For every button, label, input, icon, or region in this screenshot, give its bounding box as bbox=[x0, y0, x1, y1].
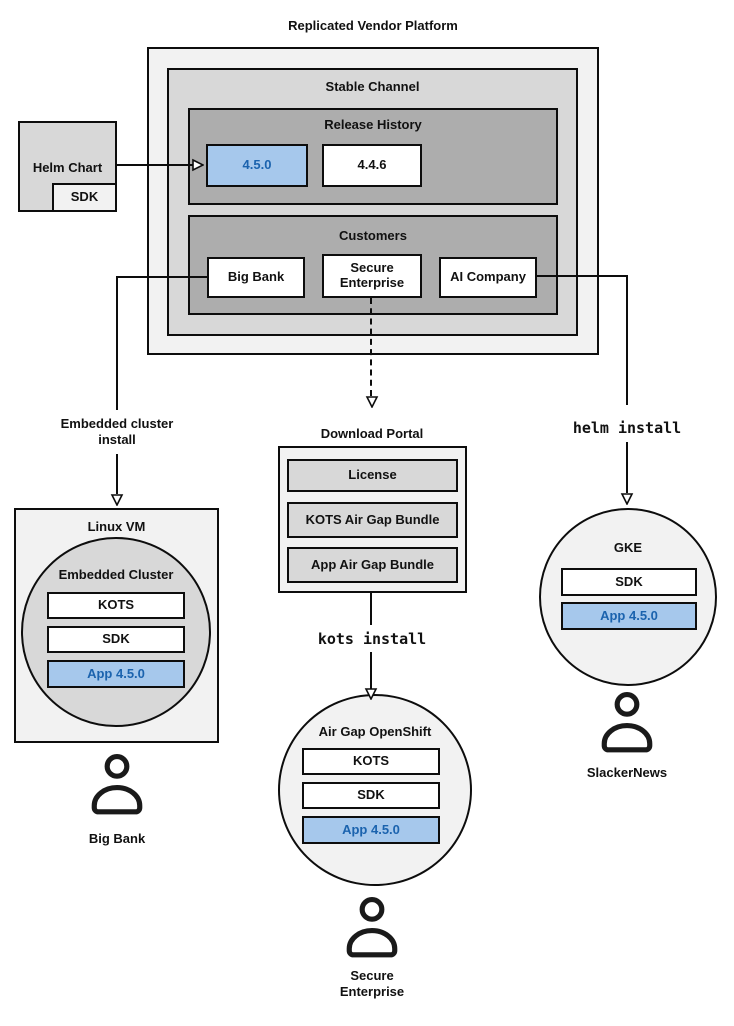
kots-airgap-bundle-box: KOTS Air Gap Bundle bbox=[287, 502, 458, 538]
openshift-app-box: App 4.5.0 bbox=[302, 816, 440, 844]
helm-chart-sdk-box: SDK bbox=[52, 183, 117, 212]
big-bank-user-icon bbox=[86, 750, 148, 822]
portal-flow-line bbox=[370, 593, 372, 625]
linux-vm-sdk-box: SDK bbox=[47, 626, 185, 653]
release-history-title: Release History bbox=[324, 117, 422, 132]
customers-title: Customers bbox=[339, 228, 407, 243]
embedded-install-label: Embedded cluster install bbox=[60, 416, 174, 448]
embedded-cluster-title: Embedded Cluster bbox=[58, 567, 174, 582]
helm-to-release-line bbox=[117, 164, 193, 166]
gke-title: GKE bbox=[613, 540, 643, 555]
arrowhead-right-icon bbox=[192, 158, 205, 172]
slackernews-user-icon bbox=[596, 688, 658, 760]
diagram-title: Replicated Vendor Platform bbox=[288, 18, 458, 33]
bigbank-flow-line-v bbox=[116, 276, 118, 410]
kots-install-label: kots install bbox=[317, 630, 427, 648]
license-box: License bbox=[287, 459, 458, 492]
big-bank-user-label: Big Bank bbox=[88, 831, 146, 846]
linux-vm-title: Linux VM bbox=[87, 519, 146, 534]
release-4-4-6-box: 4.4.6 bbox=[322, 144, 422, 187]
arrowhead-down-icon bbox=[620, 493, 634, 506]
release-4-5-0-box: 4.5.0 bbox=[206, 144, 308, 187]
airgap-openshift-title: Air Gap OpenShift bbox=[318, 724, 432, 739]
ai-flow-line-v bbox=[626, 275, 628, 405]
stable-channel-title: Stable Channel bbox=[325, 79, 420, 94]
arrowhead-down-icon bbox=[110, 494, 124, 507]
openshift-sdk-box: SDK bbox=[302, 782, 440, 809]
arrowhead-down-icon bbox=[364, 688, 378, 701]
ai-flow-line-h bbox=[537, 275, 628, 277]
customer-secure-enterprise-box: Secure Enterprise bbox=[322, 254, 422, 298]
openshift-kots-box: KOTS bbox=[302, 748, 440, 775]
portal-flow-line2 bbox=[370, 652, 372, 689]
secure-enterprise-user-icon bbox=[341, 893, 403, 965]
linux-vm-app-box: App 4.5.0 bbox=[47, 660, 185, 688]
ai-flow-line-v2 bbox=[626, 442, 628, 493]
download-portal-title: Download Portal bbox=[320, 426, 424, 441]
linux-vm-kots-box: KOTS bbox=[47, 592, 185, 619]
bigbank-flow-line-v2 bbox=[116, 454, 118, 494]
secure-enterprise-user-label: Secure Enterprise bbox=[339, 968, 405, 1000]
helm-install-label: helm install bbox=[572, 419, 682, 437]
customer-ai-company-box: AI Company bbox=[439, 257, 537, 298]
gke-sdk-box: SDK bbox=[561, 568, 697, 596]
slackernews-user-label: SlackerNews bbox=[586, 765, 668, 780]
gke-circle bbox=[539, 508, 717, 686]
helm-chart-title: Helm Chart bbox=[32, 160, 103, 175]
arrowhead-down-icon bbox=[365, 396, 379, 409]
secure-flow-dashed-line bbox=[370, 298, 372, 396]
app-airgap-bundle-box: App Air Gap Bundle bbox=[287, 547, 458, 583]
customer-big-bank-box: Big Bank bbox=[207, 257, 305, 298]
bigbank-flow-line-h bbox=[117, 276, 207, 278]
gke-app-box: App 4.5.0 bbox=[561, 602, 697, 630]
